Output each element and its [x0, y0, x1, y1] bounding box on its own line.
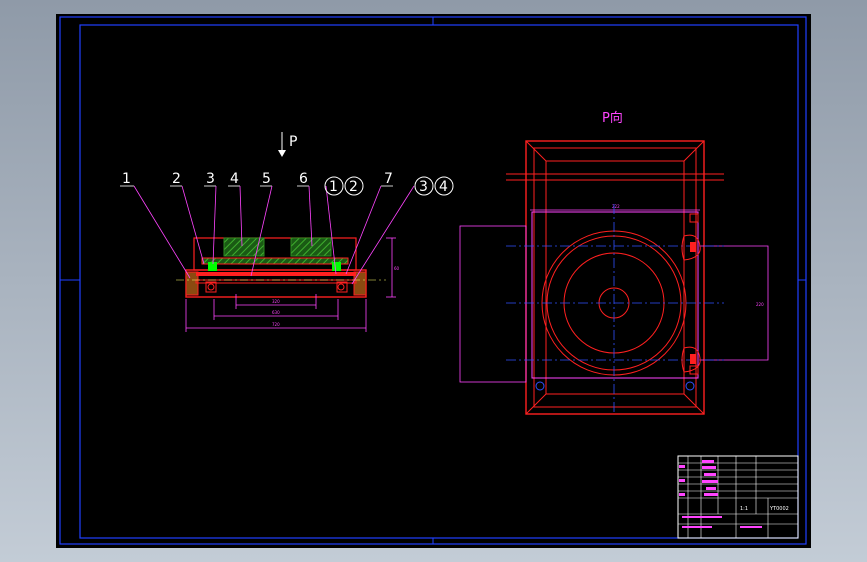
section-view: 630 720 60 320 [176, 237, 400, 332]
part-label-4: 4 [230, 171, 239, 187]
view-label: P向 [602, 110, 623, 126]
part-label-2: 2 [172, 171, 181, 187]
green-block-left [208, 262, 217, 271]
circled-label-4: 4 [439, 179, 448, 195]
dim-label-630: 630 [272, 310, 280, 315]
leader-lines [120, 185, 415, 285]
dim-label-320: 320 [272, 299, 280, 304]
arrow-label-p: P [289, 134, 297, 150]
inner-frame [79, 24, 799, 539]
green-block-right [332, 262, 341, 271]
circled-label-3: 3 [419, 179, 428, 195]
cad-viewport[interactable]: 630 720 60 320 P 1 2 3 4 5 6 7 [56, 14, 811, 548]
part-label-6: 6 [299, 171, 308, 187]
dim-label-222: 222 [612, 204, 620, 209]
dim-label-60: 60 [394, 266, 400, 271]
circled-label-2: 2 [349, 179, 358, 195]
centering-marks [60, 17, 806, 544]
part-label-7: 7 [384, 171, 393, 187]
circled-labels [324, 176, 454, 196]
part-label-1: 1 [122, 171, 131, 187]
title-block: YT0002 1:1 [677, 455, 799, 539]
title-block-drawing-number: YT0002 [769, 506, 789, 512]
plan-view: 222 220 [459, 140, 769, 415]
title-block-scale: 1:1 [740, 506, 748, 512]
dim-label-720: 720 [272, 322, 280, 327]
circled-label-1: 1 [329, 179, 338, 195]
dim-label-220: 220 [756, 302, 764, 307]
part-label-5: 5 [262, 171, 271, 187]
part-label-3: 3 [206, 171, 215, 187]
direction-arrow [278, 132, 286, 157]
cad-drawing: 630 720 60 320 P 1 2 3 4 5 6 7 [59, 16, 807, 545]
outer-frame [59, 16, 807, 545]
